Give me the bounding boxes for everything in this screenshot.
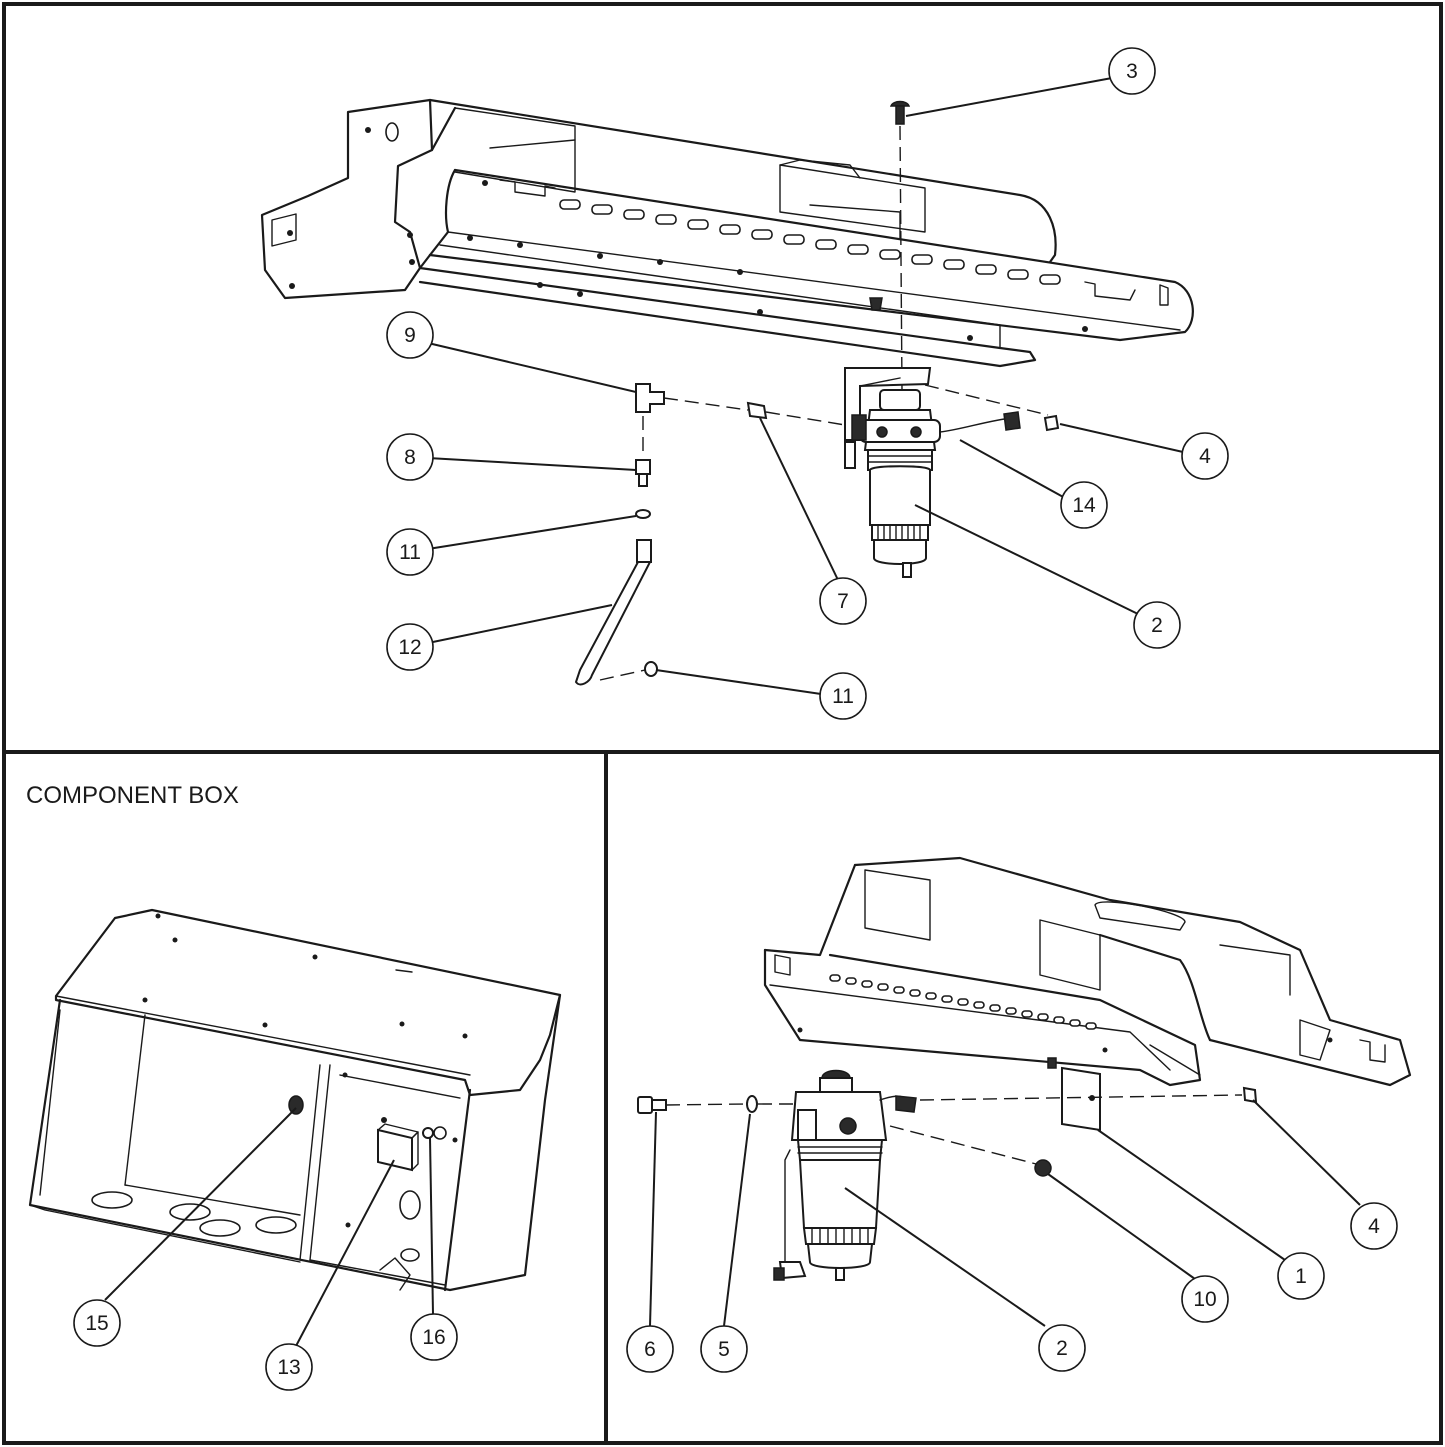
side-leader-lines xyxy=(649,1099,1361,1327)
callout-4-top: 4 xyxy=(1181,432,1229,480)
side-slot-row xyxy=(829,974,1097,1030)
callout-11-upper: 11 xyxy=(386,528,434,576)
nut-part-4-top xyxy=(1043,414,1060,432)
callout-7-label: 7 xyxy=(837,590,849,613)
washer-part-11-bottom xyxy=(644,661,658,677)
elbow-fitting-part-9 xyxy=(635,383,749,458)
relay-part-13 xyxy=(377,1117,419,1172)
callout-2-top-label: 2 xyxy=(1151,614,1163,637)
fuel-filter-top xyxy=(844,367,1021,578)
fitting-part-8 xyxy=(635,459,651,487)
callout-4-top-label: 4 xyxy=(1199,445,1211,468)
bolt-part-3 xyxy=(889,100,911,125)
slot-row xyxy=(559,199,1061,285)
grommet-part-10 xyxy=(1034,1159,1052,1177)
washer-part-5 xyxy=(746,1095,800,1113)
callout-5: 5 xyxy=(700,1325,748,1373)
mount-bracket-part-1 xyxy=(1047,1057,1101,1132)
callout-12-label: 12 xyxy=(398,636,421,659)
callout-14: 14 xyxy=(1060,481,1108,529)
callout-10: 10 xyxy=(1181,1275,1229,1323)
callout-2-top: 2 xyxy=(1133,601,1181,649)
component-box xyxy=(28,908,562,1292)
callout-7: 7 xyxy=(819,577,867,625)
bolt-part-6 xyxy=(637,1096,746,1114)
callout-1-label: 1 xyxy=(1295,1265,1307,1288)
top-leader-lines xyxy=(427,77,1184,695)
top-frame-rail xyxy=(260,98,1194,368)
callout-2-bottom-label: 2 xyxy=(1056,1337,1068,1360)
callout-15: 15 xyxy=(73,1299,121,1347)
callout-11-lower: 11 xyxy=(819,672,867,720)
callout-9-label: 9 xyxy=(404,324,416,347)
callout-6-label: 6 xyxy=(644,1338,656,1361)
callout-1: 1 xyxy=(1277,1252,1325,1300)
callout-4-bottom-label: 4 xyxy=(1368,1215,1380,1238)
component-box-title: COMPONENT BOX xyxy=(26,782,239,809)
callout-9: 9 xyxy=(386,311,434,359)
callout-3-label: 3 xyxy=(1126,60,1138,83)
callout-16: 16 xyxy=(410,1313,458,1361)
callout-8: 8 xyxy=(386,433,434,481)
washer-part-11-top xyxy=(635,509,651,519)
box-leader-lines xyxy=(104,1107,434,1347)
callout-13: 13 xyxy=(265,1343,313,1391)
callout-13-label: 13 xyxy=(277,1356,300,1379)
callout-2-bottom: 2 xyxy=(1038,1324,1086,1372)
callout-14-label: 14 xyxy=(1072,494,1096,517)
fitting-part-7 xyxy=(746,401,846,426)
callout-12: 12 xyxy=(386,623,434,671)
fuel-filter-side-part-2 xyxy=(773,1069,917,1281)
grommet-part-15 xyxy=(288,1095,304,1115)
fastener-part-16 xyxy=(422,1126,447,1140)
fuel-line-part-12 xyxy=(574,539,652,686)
callout-4-bottom: 4 xyxy=(1350,1202,1398,1250)
callout-11-upper-label: 11 xyxy=(399,541,421,564)
callout-10-label: 10 xyxy=(1193,1288,1216,1311)
callout-15-label: 15 xyxy=(85,1312,108,1335)
callout-3: 3 xyxy=(1108,47,1156,95)
side-frame-rail xyxy=(763,856,1412,1087)
callout-5-label: 5 xyxy=(718,1338,730,1361)
callout-8-label: 8 xyxy=(404,446,416,469)
callout-16-label: 16 xyxy=(422,1326,445,1349)
callout-6: 6 xyxy=(626,1325,674,1373)
callout-11-lower-label: 11 xyxy=(832,685,854,708)
